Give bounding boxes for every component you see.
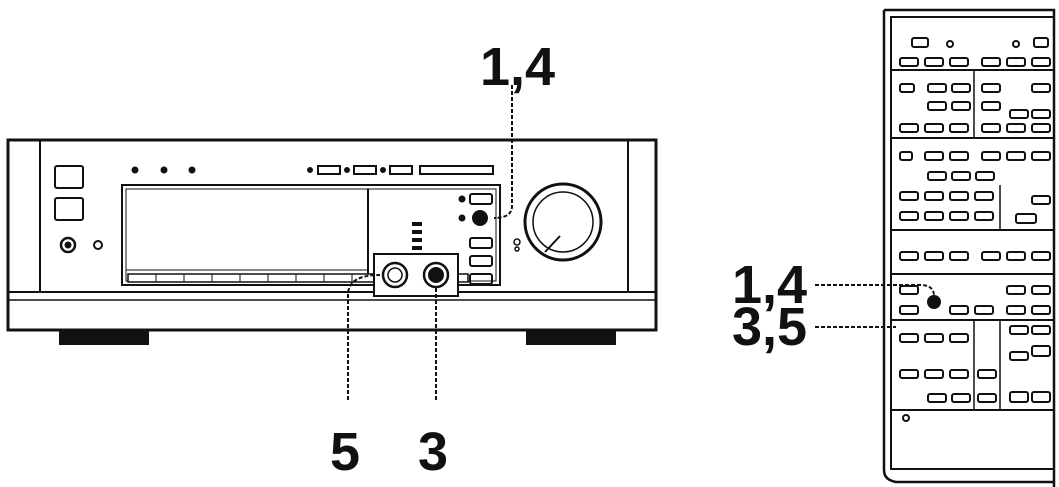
receiver-left-controls [54, 165, 103, 254]
receiver-top-row [131, 165, 494, 175]
speaker-button[interactable] [54, 197, 84, 221]
remote-top-buttons [911, 37, 1049, 48]
callout-3-5-remote: 3,5 [732, 297, 807, 357]
target-button-1-4[interactable] [472, 210, 488, 226]
remote-button-grid [899, 57, 1051, 422]
receiver-leader-lines [347, 85, 513, 400]
remote-target-button[interactable] [927, 295, 941, 309]
volume-knob[interactable] [513, 182, 603, 262]
callout-3: 3 [418, 422, 448, 482]
right-button-column [458, 193, 493, 285]
knob-5[interactable] [381, 261, 409, 289]
remote-leader-lines [815, 284, 935, 328]
level-meter [412, 222, 422, 250]
callout-1-4-remote: 1,4 [732, 255, 807, 315]
remote-control [882, 8, 1056, 487]
callout-5: 5 [330, 422, 360, 482]
power-button[interactable] [54, 165, 84, 189]
callout-1-4-receiver: 1,4 [480, 37, 555, 97]
display-panel [121, 184, 501, 286]
knob-panel [373, 253, 459, 297]
indicator-led [93, 240, 103, 250]
receiver-unit [6, 138, 658, 345]
phones-jack[interactable] [59, 236, 77, 254]
